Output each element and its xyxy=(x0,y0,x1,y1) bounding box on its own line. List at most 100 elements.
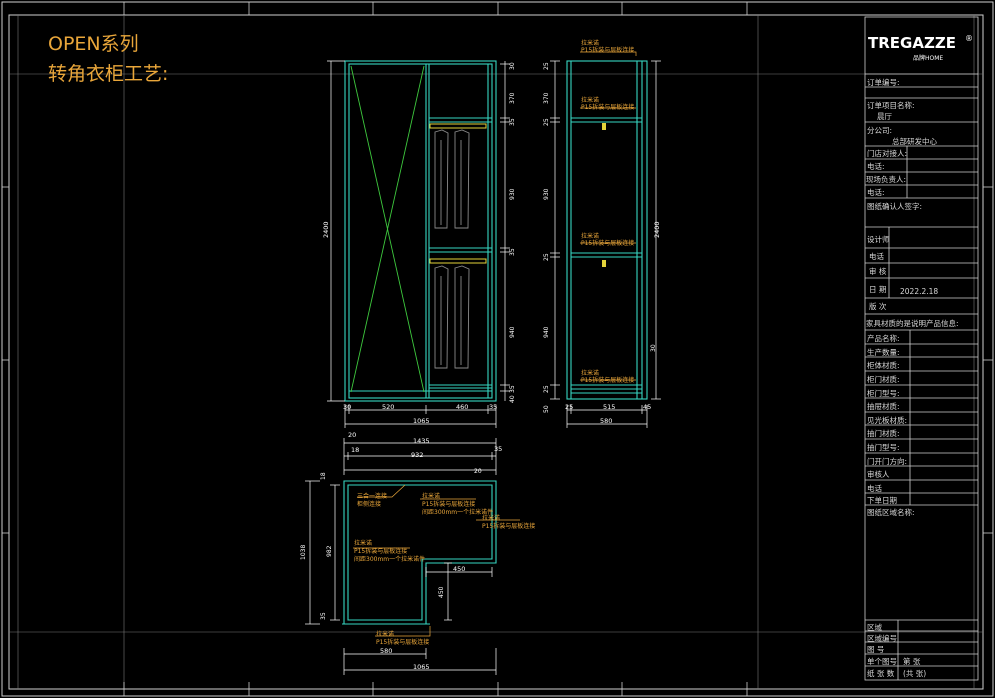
drawer-material-label: 抽门材质: xyxy=(867,429,900,438)
plan-top-dim-1: 1435 xyxy=(413,437,430,445)
title-block-frame xyxy=(864,16,979,681)
side-note-right: 30 xyxy=(650,344,657,352)
front-right-dim-4: 35 xyxy=(509,248,516,256)
phone1-label: 电话: xyxy=(867,162,885,171)
area-name-label: 图纸区域名称: xyxy=(867,508,915,517)
zone-no-label: 区域编号 xyxy=(867,634,897,643)
site-manager-label: 现场负责人: xyxy=(866,175,907,184)
side-rod-lower xyxy=(602,260,606,267)
front-right-dim-2: 35 xyxy=(509,118,516,126)
side-left-dim-3: 930 xyxy=(543,188,550,200)
sheet-total-value: (共 张) xyxy=(903,669,927,678)
version-label: 版 次 xyxy=(869,302,887,311)
plan-annotation-3-l1: 拉米诺 xyxy=(354,540,373,547)
side-annotation-0-l2: P15拆装与层板连接 xyxy=(581,47,635,54)
hanging-rod-lower xyxy=(429,258,487,264)
side-bottom-dim-0: 25 xyxy=(565,403,574,411)
brand-logo-sub: 品牌HOME xyxy=(913,55,944,62)
plan-annotation-0-l2: 柜侧连接 xyxy=(357,501,382,508)
side-view xyxy=(550,51,661,428)
sheet-order-value: 第 张 xyxy=(903,657,921,666)
drawer-model-label: 抽门型号: xyxy=(867,443,900,452)
front-right-dim-6: 35 xyxy=(509,385,516,393)
date-label: 日 期 xyxy=(869,285,887,294)
side-left-dim-4: 25 xyxy=(543,253,550,261)
plan-left-dim-0: 1038 xyxy=(300,544,307,560)
plan-top-dim-0: 20 xyxy=(348,431,357,439)
plan-annotation-4-l2: P15拆装与层板连接 xyxy=(376,639,430,646)
plan-corner-label: 20 xyxy=(474,468,482,475)
plan-bottom-dim-0: 580 xyxy=(380,647,393,655)
front-right-dim-7: 40 xyxy=(509,395,516,403)
plan-annotation-1-l3: 间距300mm一个拉米诺件 xyxy=(422,509,494,516)
sheet-order-label: 单个图号 xyxy=(867,657,897,666)
front-bottom-dim-3: 35 xyxy=(489,403,498,411)
branch-value: 总部研发中心 xyxy=(892,137,937,146)
side-annotation-2-l1: 拉米诺 xyxy=(581,233,600,240)
info-label: 家具材质的是说明产品信息: xyxy=(866,319,959,328)
sheet-total-label: 纸 张 数 xyxy=(867,669,895,678)
side-annotation-2-l2: P15拆装与层板连接 xyxy=(581,240,635,247)
review-label: 审 核 xyxy=(869,267,887,276)
side-bottom-dim-1: 515 xyxy=(603,403,616,411)
front-right-dim-1: 370 xyxy=(509,92,516,104)
designer-label: 设计师 xyxy=(867,235,890,244)
plan-dim-450: 450 xyxy=(453,565,466,573)
plan-annotation-0-l1: 三合一连接 xyxy=(357,493,388,500)
order-no-label: 订单编号: xyxy=(867,78,900,87)
front-bottom-dim-0: 30 xyxy=(343,403,352,411)
plan-annotation-4-l1: 拉米诺 xyxy=(376,631,395,638)
plan-left-dim-3: 35 xyxy=(320,612,327,620)
door-direction-label: 门开门方向: xyxy=(867,457,908,466)
order-date-label: 下单日期 xyxy=(867,496,897,505)
side-annotation-1-l2: P15拆装与层板连接 xyxy=(581,104,635,111)
plan-annotation-1-l2: P15拆装与层板连接 xyxy=(422,501,476,508)
branch-label: 分公司: xyxy=(867,126,893,135)
zone-label: 区域 xyxy=(867,623,882,632)
door-cross-line-2 xyxy=(350,65,425,393)
door-material-label: 柜门材质: xyxy=(867,375,900,384)
side-annotation-3-l2: P15拆装与层板连接 xyxy=(581,377,635,384)
side-left-dim-5: 940 xyxy=(543,326,550,338)
crop-guides xyxy=(9,15,983,689)
side-left-dim-0: 25 xyxy=(543,62,550,70)
ctype-label: 见光板材质: xyxy=(867,416,908,425)
confirm-label: 图纸确认人签字: xyxy=(867,202,923,211)
side-bottom-dim-2: 45 xyxy=(643,403,652,411)
side-height-dim: 2400 xyxy=(653,221,661,238)
side-left-dim-7: 50 xyxy=(543,405,550,413)
plan-annotation-1-l1: 拉米诺 xyxy=(422,493,441,500)
phone4-label: 电话 xyxy=(867,484,882,493)
drawing-no-label: 图 号 xyxy=(867,645,885,654)
side-left-dim-6: 25 xyxy=(543,385,550,393)
date-value: 2022.2.18 xyxy=(900,287,939,296)
plan-left-dim-1: 982 xyxy=(326,545,333,557)
registered-mark: ® xyxy=(965,34,973,43)
side-total-width: 580 xyxy=(600,417,613,425)
side-annotation-1-l1: 拉米诺 xyxy=(581,97,600,104)
garment-group xyxy=(434,129,470,369)
plan-left-dim-2: 18 xyxy=(320,472,327,480)
plan-annotation-3-l2: P15拆装与层板连接 xyxy=(354,548,408,555)
hanging-rod-upper xyxy=(429,123,487,129)
plan-top-dim-3: 932 xyxy=(411,451,424,459)
drawing-title-line2: 转角衣柜工艺: xyxy=(48,63,169,85)
drawing-title-line1: OPEN系列 xyxy=(48,33,139,55)
plan-top-dim-4: 35 xyxy=(494,445,503,453)
plan-annotation-3-l3: 间距300mm一个拉米诺件 xyxy=(354,556,426,563)
side-left-dim-2: 25 xyxy=(543,118,550,126)
reviewer-label: 审核人 xyxy=(867,470,890,479)
side-annotation-3-l1: 拉米诺 xyxy=(581,370,600,377)
body-material-label: 柜体材质: xyxy=(867,361,900,370)
handle-material-label: 抽屉材质: xyxy=(867,402,900,411)
store-contact-label: 门店对接人: xyxy=(867,149,908,158)
plan-dim-vertical: 450 xyxy=(438,586,445,598)
phone2-label: 电话: xyxy=(867,188,885,197)
front-height-dim: 2400 xyxy=(322,221,330,238)
front-view xyxy=(327,60,510,428)
side-rod-upper xyxy=(602,123,606,130)
front-bottom-dim-2: 460 xyxy=(456,403,469,411)
